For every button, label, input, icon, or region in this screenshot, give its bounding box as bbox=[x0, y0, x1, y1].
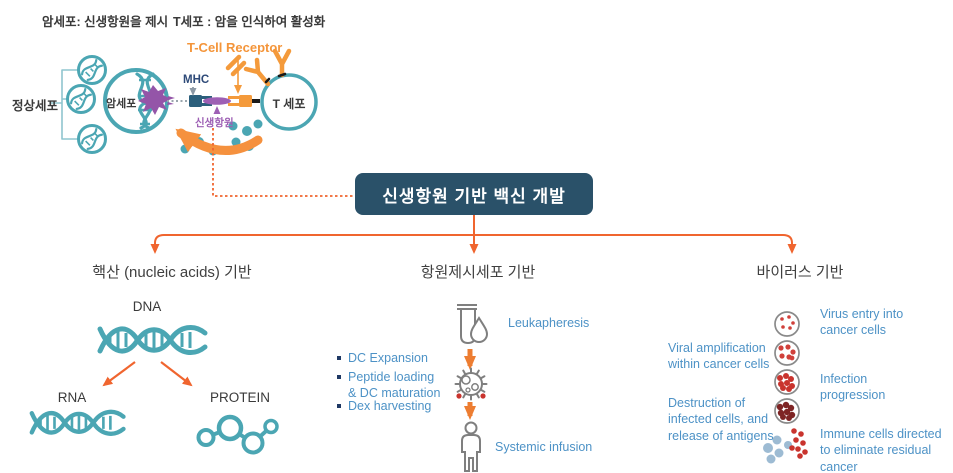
bullet-label: Peptide loading & DC maturation bbox=[348, 370, 441, 401]
rna-label: RNA bbox=[57, 390, 87, 405]
protein-molecule-icon bbox=[196, 414, 279, 455]
virus-step-3-label: Infection progression bbox=[820, 372, 886, 403]
bullet-label: DC Expansion bbox=[348, 351, 428, 365]
virus-step-2-label: Viral amplification within cancer cells bbox=[668, 341, 770, 372]
bullet-dc-expansion: DC Expansion bbox=[337, 350, 428, 366]
leukapheresis-label: Leukapheresis bbox=[508, 316, 590, 330]
virus-entry-dots bbox=[780, 315, 795, 330]
mhc-molecule bbox=[189, 95, 212, 107]
test-tube-icon bbox=[457, 304, 489, 345]
normal-cell-label: 정상세포 bbox=[12, 99, 59, 113]
protein-label: PROTEIN bbox=[209, 390, 270, 405]
tcr-molecule bbox=[228, 95, 252, 107]
center-title-box: 신생항원 기반 백신 개발 bbox=[355, 173, 593, 215]
branch-arrows bbox=[150, 215, 797, 254]
dotted-connector-line bbox=[212, 128, 354, 197]
bullet-label: Dex harvesting bbox=[348, 399, 432, 413]
virus-step-4-label: Destruction of infected cells, and relea… bbox=[668, 396, 774, 443]
person-icon bbox=[461, 421, 481, 472]
bullet-dex-harvesting: Dex harvesting bbox=[337, 398, 431, 414]
bullet-square-icon bbox=[337, 356, 341, 360]
t-cell-illustration bbox=[225, 48, 318, 131]
bullet-peptide-loading: Peptide loading & DC maturation bbox=[337, 369, 440, 402]
branch-header-virus: 바이러스 기반 bbox=[756, 264, 844, 281]
systemic-infusion-label: Systemic infusion bbox=[495, 440, 593, 454]
t-cell-label: T 세포 bbox=[272, 97, 306, 111]
mhc-tcr-connector bbox=[167, 57, 260, 114]
virus-step-1-label: Virus entry into cancer cells bbox=[820, 307, 904, 338]
virus-step-5-label: Immune cells directed to eliminate resid… bbox=[820, 427, 942, 473]
dna-branch-arrows bbox=[102, 361, 193, 387]
presentation-curved-arrow bbox=[175, 128, 263, 155]
neoantigen-blob bbox=[138, 85, 171, 115]
caption-t-cell: T세포 : 암을 인식하여 활성화 bbox=[173, 15, 326, 29]
branch-header-nucleic: 핵산 (nucleic acids) 기반 bbox=[92, 264, 252, 281]
virus-amplification-dots bbox=[778, 344, 796, 361]
neoantigen-label: 신생항원 bbox=[195, 117, 234, 129]
t-cell-receptor-label: T-Cell Receptor bbox=[187, 40, 283, 55]
cancer-cell-label: 암세포 bbox=[106, 98, 137, 110]
bullet-square-icon bbox=[337, 375, 341, 379]
bullet-square-icon bbox=[337, 404, 341, 408]
immune-cell-cluster bbox=[763, 428, 808, 464]
normal-cells-illustration bbox=[49, 55, 107, 154]
dendritic-cell-icon bbox=[454, 367, 488, 401]
neoantigen-oval bbox=[203, 97, 231, 105]
mhc-label: MHC bbox=[183, 74, 210, 86]
dna-label: DNA bbox=[132, 299, 162, 314]
dna-helix-icon bbox=[100, 327, 205, 352]
rna-helix-icon bbox=[32, 412, 124, 434]
cell-destruction-dots bbox=[776, 401, 796, 421]
infection-progression-dots bbox=[777, 373, 795, 392]
branch-header-apc: 항원제시세포 기반 bbox=[420, 264, 536, 281]
virus-step-circles bbox=[763, 311, 808, 464]
caption-cancer-cell: 암세포: 신생항원을 제시 bbox=[42, 15, 169, 29]
